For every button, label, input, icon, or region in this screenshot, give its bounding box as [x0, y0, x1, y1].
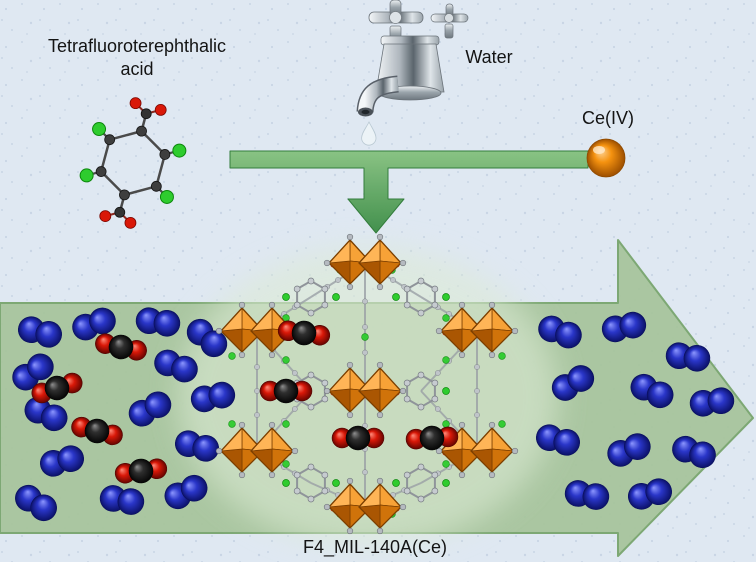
n2-molecule	[72, 307, 116, 341]
co2-molecule	[71, 416, 123, 446]
reactant-label-line2: acid	[120, 59, 153, 79]
n2-molecule	[128, 391, 172, 427]
metal-cluster	[215, 421, 299, 479]
n2-molecule	[564, 480, 610, 510]
co2-molecule	[95, 333, 147, 361]
tetrafluoroterephthalic-acid-structure	[79, 97, 187, 229]
n2-molecule	[607, 433, 651, 467]
co2-molecule	[277, 320, 331, 346]
n2-molecule	[15, 484, 57, 522]
n2-molecule	[135, 307, 181, 337]
n2-molecule	[630, 373, 674, 409]
metal-cluster	[435, 421, 519, 479]
n2-molecule	[628, 478, 672, 510]
reactant-label-line1: Tetrafluoroterephthalic	[48, 36, 226, 56]
co2-molecule	[259, 378, 313, 404]
n2-molecule	[40, 445, 84, 477]
cerium-ion-sphere	[586, 138, 626, 178]
co2-molecule	[114, 458, 168, 484]
product-label: F4_MIL-140A(Ce)	[303, 537, 447, 558]
n2-molecule	[12, 353, 54, 391]
n2-molecule	[601, 311, 647, 343]
n2-molecule	[536, 424, 580, 456]
mof-framework	[215, 233, 519, 535]
n2-molecule	[672, 435, 716, 469]
gas-mixture-left	[12, 307, 236, 522]
purified-gas-right	[536, 311, 735, 510]
n2-molecule	[18, 316, 62, 348]
metal-cluster	[215, 301, 299, 359]
n2-molecule	[24, 396, 68, 432]
n2-molecule	[689, 387, 735, 417]
n2-molecule	[551, 365, 595, 401]
cerium-label: Ce(IV)	[582, 108, 634, 128]
n2-molecule	[99, 485, 145, 515]
n2-molecule	[190, 381, 236, 413]
metal-cluster	[323, 477, 407, 535]
n2-molecule	[175, 430, 219, 462]
linker-ring	[282, 463, 340, 503]
linker-ring	[392, 277, 450, 317]
metal-cluster	[435, 301, 519, 359]
co2-molecule	[405, 425, 459, 451]
linker-ring	[392, 463, 450, 503]
metal-cluster	[323, 233, 407, 291]
co2-molecule	[331, 425, 385, 451]
n2-molecule	[665, 342, 711, 372]
linker-ring	[282, 277, 340, 317]
n2-molecule	[186, 318, 228, 358]
water-drop	[361, 121, 377, 146]
water-label: Water	[465, 47, 512, 67]
n2-molecule	[164, 474, 208, 510]
co2-molecule	[31, 372, 83, 404]
n2-molecule	[538, 315, 582, 349]
water-tap-icon	[356, 0, 469, 146]
n2-molecule	[154, 349, 198, 383]
metal-cluster	[323, 361, 407, 419]
